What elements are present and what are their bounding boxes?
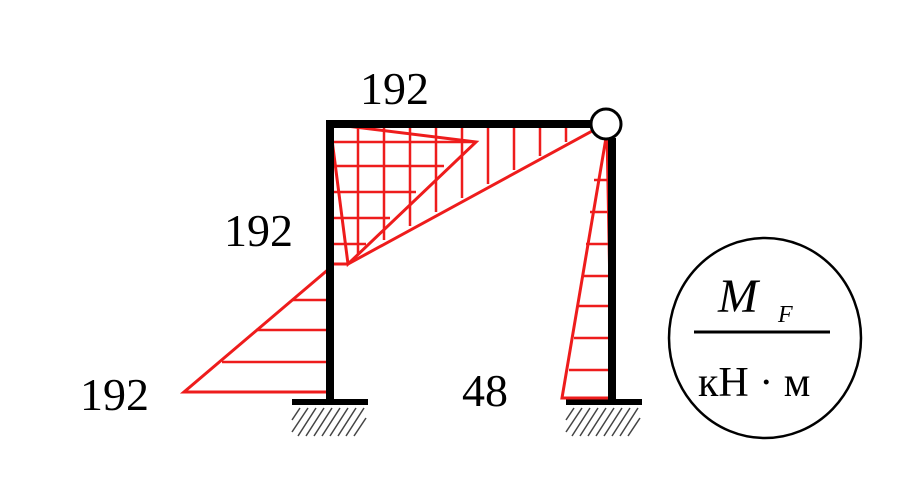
legend-units: кН · м (698, 360, 810, 406)
top-beam-value-label: 192 (360, 63, 429, 114)
right-column-moment-triangle (560, 131, 614, 400)
right-column-moment-diagram (560, 131, 614, 400)
beam-moment-inner-triangle (328, 122, 480, 268)
right-fixed-support (565, 399, 642, 437)
right-base-value-label: 48 (462, 365, 508, 416)
legend-symbol: M (717, 270, 761, 323)
beam-moment-diagram (328, 122, 606, 268)
left-fixed-support (291, 399, 368, 437)
frame (326, 107, 623, 402)
hinge-joint (589, 107, 623, 141)
left-column-moment-diagram (179, 264, 332, 394)
right-column-hatch (569, 178, 612, 372)
right-support-hatch (565, 407, 641, 437)
left-column-mid-value-label: 192 (224, 205, 293, 256)
left-base-value-label: 192 (80, 369, 149, 420)
beam-hatch-horizontal (330, 140, 476, 246)
frame-left-column-and-beam (326, 120, 596, 402)
left-support-hatch (291, 407, 367, 437)
beam-hatch-vertical (356, 124, 568, 254)
legend-circle (667, 236, 863, 440)
legend-subscript: F (777, 302, 793, 328)
legend-badge: M F кН · м (667, 236, 863, 440)
left-column-hatch (222, 298, 330, 364)
